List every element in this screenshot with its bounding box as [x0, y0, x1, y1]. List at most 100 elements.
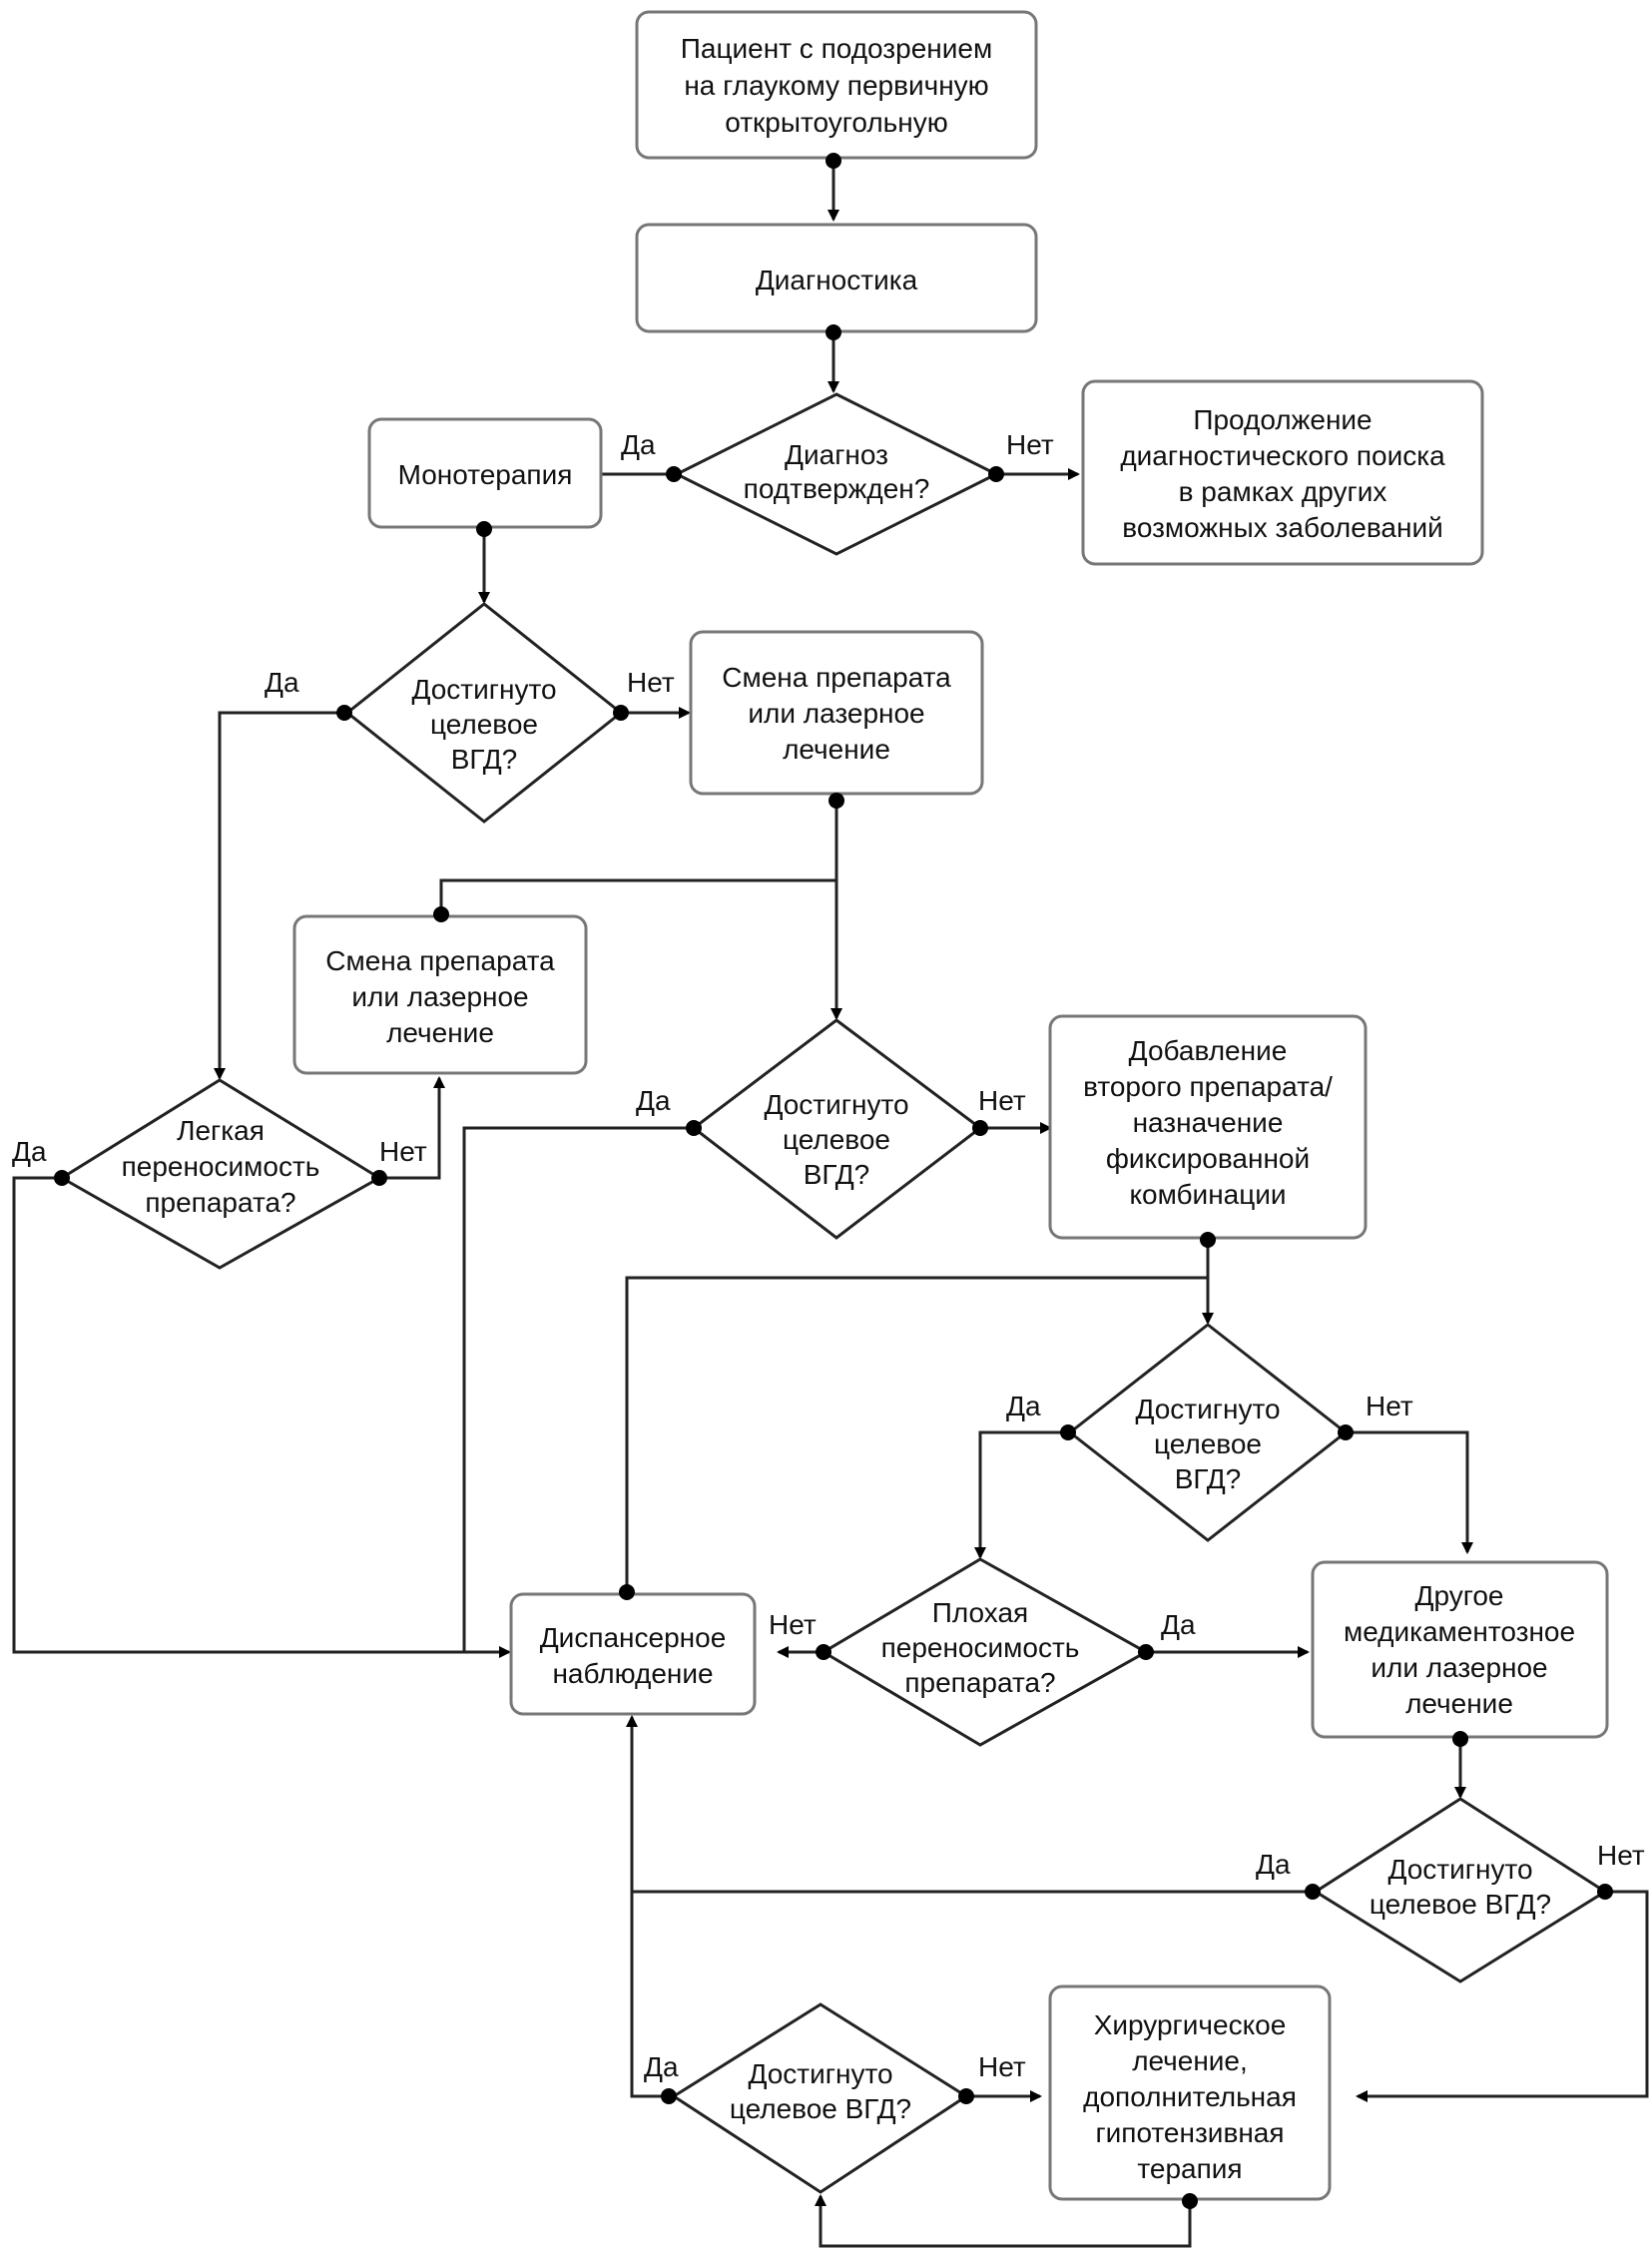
node-q1-line: Диагноз: [785, 439, 888, 470]
node-add-line: фиксированной: [1106, 1143, 1310, 1174]
node-add: Добавление второго препарата/ назначение…: [1048, 1014, 1368, 1240]
node-surg-line: дополнительная: [1083, 2081, 1297, 2112]
node-q5-line: ВГД?: [1175, 1463, 1242, 1494]
edge-q8-disp: [630, 1892, 669, 2098]
arrow-other-from-q6: [1298, 1646, 1310, 1658]
dot: [1060, 1424, 1076, 1440]
label-no-q4: Нет: [978, 1085, 1026, 1116]
node-add-line: назначение: [1133, 1107, 1284, 1138]
node-surg-line: гипотензивная: [1095, 2117, 1284, 2148]
edge-q7-surg: [1358, 1890, 1649, 2098]
edge-q7-disp: [630, 1717, 1313, 1894]
node-add-line: Добавление: [1129, 1035, 1288, 1066]
label-yes-q8: Да: [644, 2051, 679, 2082]
arrow-add: [1040, 1122, 1052, 1134]
node-q6-line: препарата?: [904, 1667, 1055, 1698]
dot: [1597, 1884, 1613, 1900]
node-other: Другое медикаментозное или лазерное лече…: [1311, 1560, 1609, 1739]
node-other-line: Другое: [1415, 1580, 1504, 1611]
label-yes-q7: Да: [1256, 1849, 1291, 1880]
dot: [1338, 1424, 1354, 1440]
arrow-q8-loop: [815, 2194, 826, 2206]
dot: [433, 906, 449, 922]
node-cont: Продолжение диагностического поиска в ра…: [1081, 379, 1484, 566]
arrow-cont: [1068, 468, 1080, 480]
node-q5-line: целевое: [1154, 1428, 1262, 1459]
node-cont-line: возможных заболеваний: [1122, 512, 1442, 543]
dot: [336, 705, 352, 721]
node-change1-line: лечение: [783, 734, 890, 765]
node-q4-line: ВГД?: [804, 1159, 870, 1190]
node-change1: Смена препарата или лазерное лечение: [689, 630, 984, 796]
node-mono-line: Монотерапия: [398, 459, 573, 490]
arrow-disp-up: [626, 1715, 638, 1727]
arrow-surg-from-q8: [1030, 2090, 1042, 2102]
arrow-q2: [478, 592, 490, 604]
arrow-q3: [214, 1068, 226, 1080]
node-q1-line: подтвержден?: [744, 473, 930, 504]
label-yes-q1: Да: [621, 429, 656, 460]
arrow-change1: [679, 707, 691, 719]
node-start-line: на глаукому первичную: [684, 70, 988, 101]
node-q2-line: целевое: [430, 709, 538, 740]
dot: [1182, 2193, 1198, 2209]
dot: [686, 1120, 702, 1136]
arrow-surg-from-q7: [1356, 2090, 1368, 2102]
branch-labels: Да Нет Да Нет Да Нет Да Нет Да Нет Нет Д…: [12, 429, 1645, 2082]
node-q7-line: Достигнуто: [1387, 1854, 1532, 1885]
node-change2-line: лечение: [386, 1017, 494, 1048]
node-other-line: лечение: [1405, 1688, 1513, 1719]
dot: [661, 2088, 677, 2104]
label-yes-q5: Да: [1006, 1391, 1041, 1421]
edge-q5-q6: [978, 1430, 1068, 1557]
node-q3-line: Легкая: [177, 1115, 265, 1146]
node-q8: Достигнуто целевое ВГД?: [671, 2002, 969, 2194]
dot: [371, 1170, 387, 1186]
arrow-other: [1461, 1542, 1473, 1554]
label-no-q5: Нет: [1366, 1391, 1413, 1421]
label-yes-q4: Да: [636, 1085, 671, 1116]
connectors: [12, 161, 1649, 2248]
dot: [1200, 1232, 1216, 1248]
node-q3-line: препарата?: [145, 1187, 295, 1218]
node-q8-line: целевое ВГД?: [730, 2093, 911, 2124]
label-no-q1: Нет: [1006, 429, 1054, 460]
node-q6: Плохая переносимость препарата?: [821, 1557, 1150, 1747]
node-add-line: второго препарата/: [1083, 1071, 1333, 1102]
dot: [476, 521, 492, 537]
node-disp: Диспансерное наблюдение: [509, 1592, 757, 1716]
dot: [988, 466, 1004, 482]
edge-add-disp: [625, 1276, 1208, 1592]
arrow-q5: [1202, 1313, 1214, 1325]
node-q2-line: ВГД?: [451, 744, 518, 775]
arrow-disp-from-q6: [777, 1646, 789, 1658]
node-start-line: Пациент с подозрением: [681, 33, 992, 64]
edge-q3-change2: [379, 1078, 441, 1180]
dot: [619, 1584, 635, 1600]
arrow-q1: [827, 381, 839, 393]
node-q5: Достигнуто целевое ВГД?: [1067, 1323, 1349, 1542]
node-other-line: медикаментозное: [1344, 1616, 1575, 1647]
dot: [816, 1644, 831, 1660]
node-surg-line: лечение,: [1132, 2045, 1248, 2076]
label-no-q6: Нет: [769, 1609, 817, 1640]
label-no-q8: Нет: [978, 2051, 1026, 2082]
label-no-q2: Нет: [627, 667, 675, 698]
node-q2: Достигнуто целевое ВГД?: [344, 602, 624, 824]
node-surg-line: Хирургическое: [1094, 2009, 1287, 2040]
label-yes-q2: Да: [265, 667, 299, 698]
node-q6-line: переносимость: [881, 1632, 1080, 1663]
dot: [54, 1170, 70, 1186]
arrow-q7: [1454, 1787, 1466, 1799]
label-yes-q3: Да: [12, 1136, 47, 1167]
edge-change1-change2: [439, 878, 836, 914]
node-mono: Монотерапия: [367, 417, 603, 529]
node-cont-line: в рамках других: [1179, 476, 1387, 507]
node-start: Пациент с подозрением на глаукому первич…: [635, 10, 1038, 160]
node-change2-line: или лазерное: [351, 981, 528, 1012]
node-disp-line: Диспансерное: [540, 1622, 727, 1653]
node-q6-line: Плохая: [932, 1597, 1028, 1628]
dot: [958, 2088, 974, 2104]
node-q2-line: Достигнуто: [411, 674, 556, 705]
edge-q2-q3: [218, 711, 344, 1078]
